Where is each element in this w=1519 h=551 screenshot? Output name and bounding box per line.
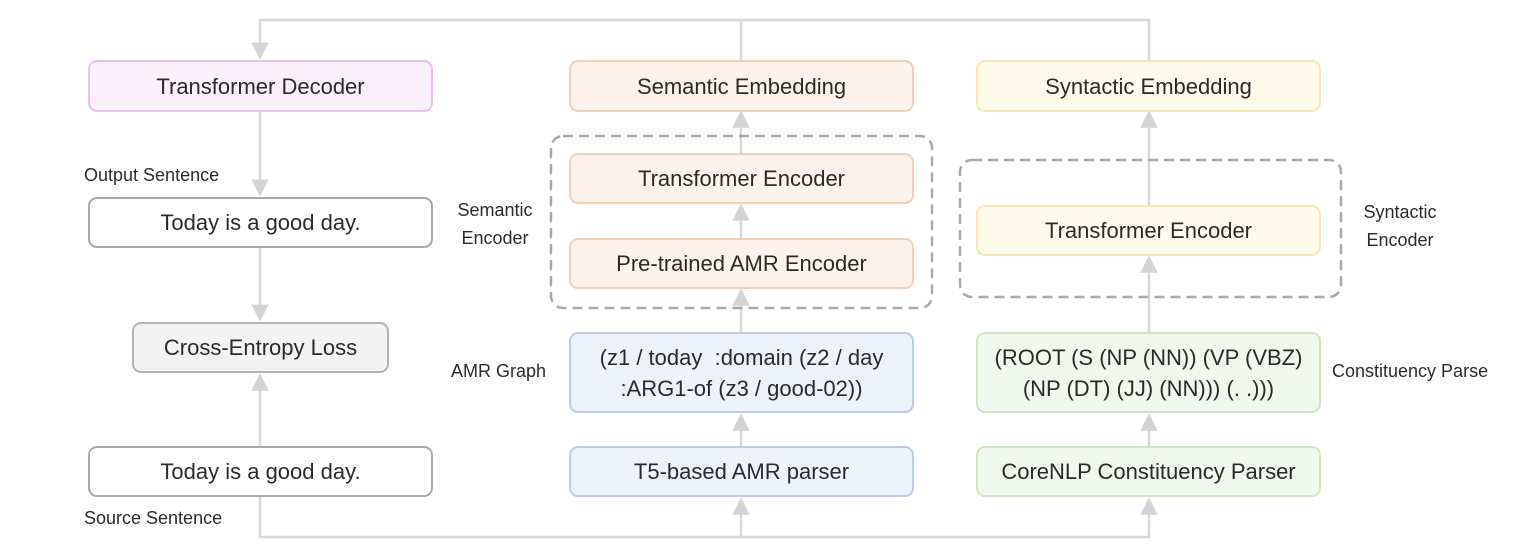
semantic-embedding-label: Semantic Embedding xyxy=(636,73,847,99)
amr-graph-box: (z1 / today :domain (z2 / day :ARG1-of (… xyxy=(569,332,914,413)
constituency-parse-line1: (ROOT (S (NP (NN)) (VP (VBZ) xyxy=(994,344,1303,370)
amr-graph-line2: :ARG1-of (z3 / good-02)) xyxy=(620,375,863,401)
top-feedback-line xyxy=(251,18,1151,60)
semantic-encoder-group xyxy=(549,134,934,310)
constituency-parse-box: (ROOT (S (NP (NN)) (VP (VBZ) (NP (DT) (J… xyxy=(976,332,1321,413)
syntactic-encoder-label-line1: Syntactic xyxy=(1363,202,1437,222)
pretrained-amr-encoder-box: Pre-trained AMR Encoder xyxy=(569,238,914,289)
cross-entropy-loss-box: Cross-Entropy Loss xyxy=(132,322,389,373)
cross-entropy-loss-label: Cross-Entropy Loss xyxy=(163,335,358,360)
syntactic-embedding-label: Syntactic Embedding xyxy=(1045,73,1252,99)
syntactic-encoder-group xyxy=(958,158,1343,299)
amr-graph-label: AMR Graph xyxy=(451,361,547,381)
source-sentence-label: Source Sentence xyxy=(84,508,223,528)
syntactic-transformer-encoder-box: Transformer Encoder xyxy=(976,205,1321,256)
corenlp-parser-label: CoreNLP Constituency Parser xyxy=(1001,459,1296,484)
source-bus-line xyxy=(258,497,1158,539)
transformer-decoder-box: Transformer Decoder xyxy=(88,60,433,112)
semantic-embedding-box: Semantic Embedding xyxy=(569,60,914,112)
semantic-transformer-encoder-label: Transformer Encoder xyxy=(637,166,846,191)
syntactic-encoder-label: Syntactic Encoder xyxy=(1345,198,1455,254)
syntactic-transformer-encoder-label: Transformer Encoder xyxy=(1044,218,1253,243)
source-sentence-text: Today is a good day. xyxy=(160,459,361,484)
syntactic-encoder-label-line2: Encoder xyxy=(1366,230,1434,250)
output-sentence-text: Today is a good day. xyxy=(160,210,361,235)
semantic-encoder-label-line1: Semantic xyxy=(457,200,533,220)
pretrained-amr-encoder-label: Pre-trained AMR Encoder xyxy=(616,251,867,276)
corenlp-parser-box: CoreNLP Constituency Parser xyxy=(976,446,1321,497)
t5-amr-parser-box: T5-based AMR parser xyxy=(569,446,914,497)
output-sentence-box: Today is a good day. xyxy=(88,197,433,248)
constituency-parse-label: Constituency Parse xyxy=(1332,361,1489,381)
semantic-transformer-encoder-box: Transformer Encoder xyxy=(569,153,914,204)
t5-amr-parser-label: T5-based AMR parser xyxy=(633,459,850,484)
syntactic-embedding-box: Syntactic Embedding xyxy=(976,60,1321,112)
amr-graph-line1: (z1 / today :domain (z2 / day xyxy=(599,344,884,370)
constituency-parse-line2: (NP (DT) (JJ) (NN))) (. .))) xyxy=(1022,375,1275,401)
semantic-encoder-label-line2: Encoder xyxy=(461,228,529,248)
output-sentence-label: Output Sentence xyxy=(84,165,220,185)
source-sentence-box: Today is a good day. xyxy=(88,446,433,497)
semantic-encoder-label: Semantic Encoder xyxy=(444,196,546,252)
transformer-decoder-label: Transformer Decoder xyxy=(156,73,365,99)
